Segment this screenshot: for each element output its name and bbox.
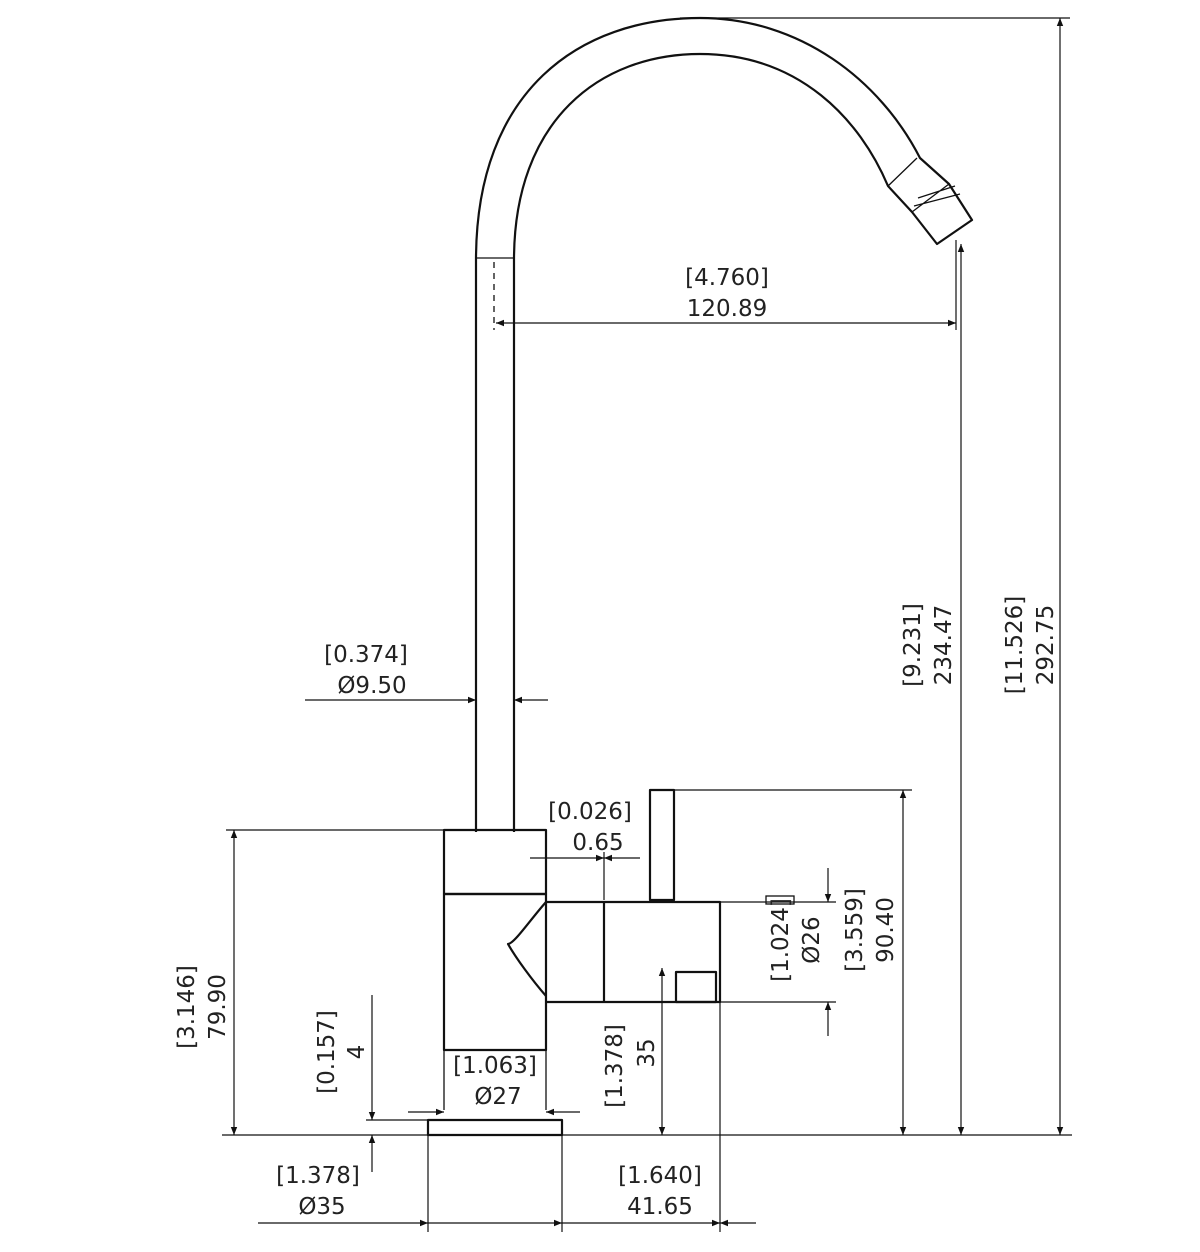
handle-offset-mm-label: 41.65 [627,1194,693,1220]
handle-cone [506,901,547,997]
handle-axis-inch-label: [1.378] [602,1024,628,1108]
handle-diameter-mm-label: Ø26 [799,916,825,963]
handle-axis-mm-label: 35 [634,1038,660,1067]
dimension-labels: [4.760] 120.89 [0.374] Ø9.50 [0.026] 0.6… [174,265,1059,1220]
dimension-lines [222,17,1072,1232]
tube-diameter-mm-label: Ø9.50 [337,673,406,699]
shank [443,1050,547,1110]
base-diameter-mm-label: Ø35 [298,1194,345,1220]
spout-height-mm-label: 234.47 [931,605,957,685]
handle-offset-inch-label: [1.640] [618,1163,702,1189]
base-plate [426,1118,564,1137]
reach-mm-label: 120.89 [687,296,767,322]
base-thickness-mm-label: 4 [344,1045,370,1060]
lever-height-inch-label: [3.559] [842,888,868,972]
tube-diameter-inch-label: [0.374] [324,642,408,668]
reach-inch-label: [4.760] [685,265,769,291]
base-thickness-inch-label: [0.157] [314,1010,340,1094]
shank-diameter-inch-label: [1.063] [453,1053,537,1079]
handle-diameter-inch-label: [1.024] [768,898,794,982]
spout-tube [474,16,974,832]
lever-height-mm-label: 90.40 [873,897,899,963]
handle-pin [765,895,795,905]
body-height-mm-label: 79.90 [205,974,231,1040]
body-height-inch-label: [3.146] [174,965,200,1049]
overall-height-inch-label: [11.526] [1002,596,1028,694]
handle-body [546,900,722,1004]
spout-height-inch-label: [9.231] [900,603,926,687]
overall-height-mm-label: 292.75 [1033,605,1059,685]
lever [648,788,676,902]
shank-diameter-mm-label: Ø27 [474,1084,521,1110]
handle-notch [674,970,718,1004]
body-upper [442,828,548,896]
lever-gap-mm-label: 0.65 [572,830,623,856]
base-diameter-inch-label: [1.378] [276,1163,360,1189]
body-lower [442,892,548,1052]
faucet-outline [426,16,974,1137]
spout-aerator [887,157,961,213]
lever-gap-inch-label: [0.026] [548,799,632,825]
